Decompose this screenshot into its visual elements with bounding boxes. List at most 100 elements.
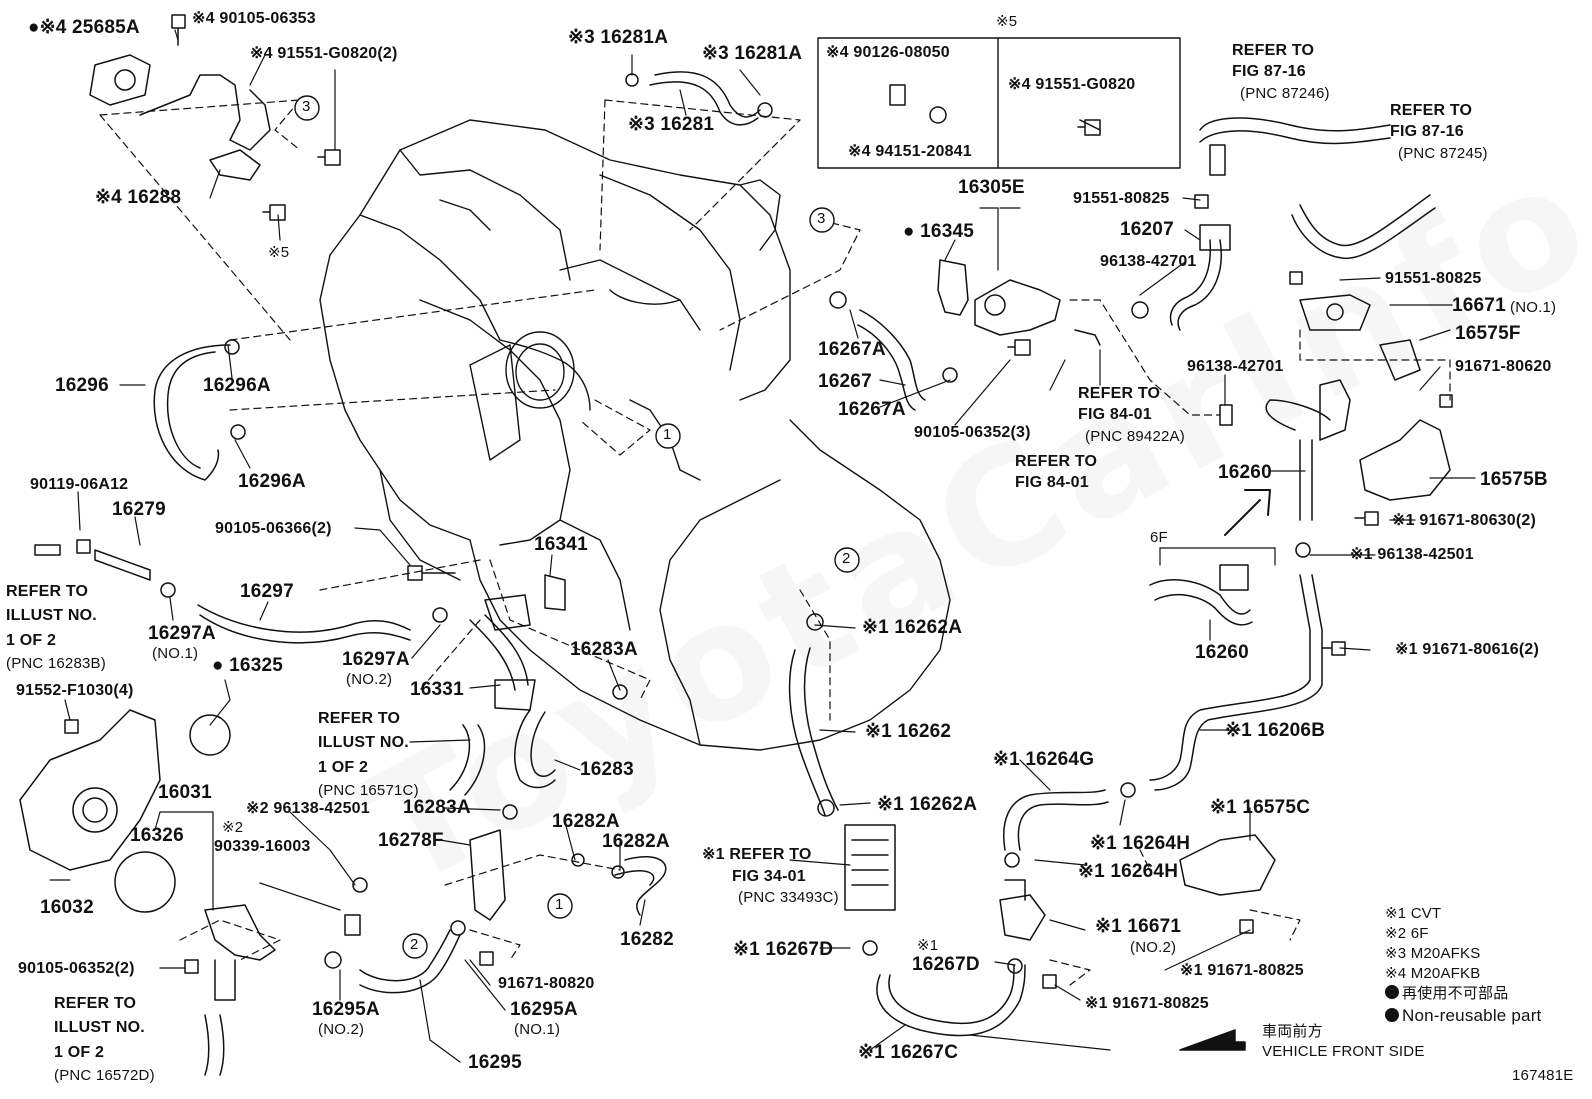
part-label-16671-no2-note: (NO.2): [1130, 939, 1177, 956]
part-label-16032[interactable]: 16032: [40, 897, 94, 918]
part-label-16267D-b[interactable]: 16267D: [912, 954, 980, 975]
part-label-16296A-b[interactable]: 16296A: [238, 471, 306, 492]
part-label-16281A-a[interactable]: ※3 16281A: [568, 27, 669, 48]
part-label-90105-06352-3[interactable]: 90105-06352(3): [914, 424, 1031, 441]
part-label-96138-42501-2[interactable]: ※2 96138-42501: [246, 800, 370, 817]
part-label-16262A-a[interactable]: ※1 16262A: [862, 617, 963, 638]
part-label-16345[interactable]: ● 16345: [903, 221, 974, 242]
refer-illust-b-pnc: (PNC 16571C): [318, 782, 419, 799]
part-label-16297A-no1[interactable]: 16297A: [148, 623, 216, 644]
part-label-16264H-b[interactable]: ※1 16264H: [1078, 861, 1179, 882]
legend-nonreusable-en: Non-reusable part: [1385, 1004, 1541, 1028]
legend-nonreusable-jp: 再使用不可部品: [1385, 984, 1541, 1004]
part-label-16283A-a[interactable]: 16283A: [570, 639, 638, 660]
circle-3-b: 3: [817, 210, 826, 227]
part-label-16326[interactable]: 16326: [130, 825, 184, 846]
part-label-96138-42701-b[interactable]: 96138-42701: [1187, 358, 1284, 375]
part-label-16288[interactable]: ※4 16288: [95, 187, 182, 208]
engine-outline: [319, 119, 951, 751]
part-label-16575F[interactable]: 16575F: [1455, 323, 1521, 344]
part-label-16262[interactable]: ※1 16262: [865, 721, 952, 742]
part-label-16575C[interactable]: ※1 16575C: [1210, 797, 1311, 818]
part-label-16296A-a[interactable]: 16296A: [203, 375, 271, 396]
part-label-16264H-a[interactable]: ※1 16264H: [1090, 833, 1191, 854]
part-label-91551-80825-b[interactable]: 91551-80825: [1385, 270, 1482, 287]
part-label-16296[interactable]: 16296: [55, 375, 109, 396]
part-label-96138-42701-a[interactable]: 96138-42701: [1100, 253, 1197, 270]
part-label-91671-80616-2[interactable]: ※1 91671-80616(2): [1395, 641, 1540, 658]
circle-2-a: 2: [842, 550, 851, 567]
part-label-16267C[interactable]: ※1 16267C: [858, 1042, 959, 1063]
part-label-16575B[interactable]: 16575B: [1480, 469, 1548, 490]
part-label-16671-no2[interactable]: ※1 16671: [1095, 916, 1182, 937]
part-label-16295A-no2-note: (NO.2): [318, 1021, 365, 1038]
part-label-16283A-b[interactable]: 16283A: [403, 797, 471, 818]
part-label-16297[interactable]: 16297: [240, 581, 294, 602]
nonreusable-dot-icon-2: [1385, 1008, 1399, 1022]
refer-illust-b-of: 1 OF 2: [318, 759, 369, 776]
nonreusable-dot-icon: [1385, 985, 1399, 999]
legend-item-2: ※2 6F: [1385, 924, 1541, 944]
part-label-16031[interactable]: 16031: [158, 782, 212, 803]
part-label-25685A[interactable]: ●※4 25685A: [28, 17, 140, 38]
part-label-16264G[interactable]: ※1 16264G: [993, 749, 1095, 770]
part-label-16267A-a[interactable]: 16267A: [818, 339, 886, 360]
part-label-16295[interactable]: 16295: [468, 1052, 522, 1073]
part-label-96138-42501[interactable]: ※1 96138-42501: [1350, 546, 1474, 563]
part-label-16305E[interactable]: 16305E: [958, 177, 1025, 198]
part-label-16297A-no2[interactable]: 16297A: [342, 649, 410, 670]
part-label-16267[interactable]: 16267: [818, 371, 872, 392]
part-label-91551-80825-a[interactable]: 91551-80825: [1073, 190, 1170, 207]
part-label-16283[interactable]: 16283: [580, 759, 634, 780]
part-label-91671-80820[interactable]: 91671-80820: [498, 975, 595, 992]
refer-34-01: ※1 REFER TO: [702, 846, 812, 863]
part-label-91671-80825-a[interactable]: ※1 91671-80825: [1180, 962, 1304, 979]
part-label-94151-20841[interactable]: ※4 94151-20841: [848, 143, 972, 160]
part-label-16295A-no1-note: (NO.1): [514, 1021, 561, 1038]
part-label-16341[interactable]: 16341: [534, 534, 588, 555]
legend: ※1 CVT ※2 6F ※3 M20AFKS ※4 M20AFKB 再使用不可…: [1385, 904, 1541, 1028]
part-label-16282A-b[interactable]: 16282A: [602, 831, 670, 852]
refer-illust-c: REFER TO: [54, 995, 137, 1012]
part-label-16279[interactable]: 16279: [112, 499, 166, 520]
part-label-91552-F1030-4[interactable]: 91552-F1030(4): [16, 682, 134, 699]
part-label-90119-06A12[interactable]: 90119-06A12: [30, 476, 129, 493]
part-label-16262A-b[interactable]: ※1 16262A: [877, 794, 978, 815]
part-label-91671-80620[interactable]: 91671-80620: [1455, 358, 1552, 375]
part-label-16297A-no2-note: (NO.2): [346, 671, 393, 688]
part-label-16282A-a[interactable]: 16282A: [552, 811, 620, 832]
part-label-90126-08050[interactable]: ※4 90126-08050: [826, 44, 950, 61]
legend-mark-1: ※1: [1385, 905, 1407, 922]
refer-84-01-b: REFER TO: [1015, 453, 1098, 470]
part-label-16260-a[interactable]: 16260: [1218, 462, 1272, 483]
part-label-16282[interactable]: 16282: [620, 929, 674, 950]
part-label-90105-06366-2[interactable]: 90105-06366(2): [215, 520, 332, 537]
part-label-16278F[interactable]: 16278F: [378, 830, 444, 851]
part-label-16267A-b[interactable]: 16267A: [838, 399, 906, 420]
part-label-16267D-a[interactable]: ※1 16267D: [733, 939, 834, 960]
part-label-16260-b[interactable]: 16260: [1195, 642, 1249, 663]
part-label-16325[interactable]: ● 16325: [212, 655, 283, 676]
small-parts: [19, 14, 1453, 1051]
legend-text-4: M20AFKB: [1410, 965, 1481, 982]
part-label-16331[interactable]: 16331: [410, 679, 464, 700]
refer-34-01-fig: FIG 34-01: [732, 868, 806, 885]
part-label-90339-16003[interactable]: 90339-16003: [214, 838, 311, 855]
refer-84-01: REFER TO: [1078, 385, 1161, 402]
part-label-91551-G0820-2[interactable]: ※4 91551-G0820(2): [250, 45, 398, 62]
part-label-16281[interactable]: ※3 16281: [628, 114, 715, 135]
part-label-16295A-no2[interactable]: 16295A: [312, 999, 380, 1020]
part-label-16281A-b[interactable]: ※3 16281A: [702, 43, 803, 64]
part-label-16267D-b-mark: ※1: [917, 937, 939, 954]
legend-nonreusable-en-text: Non-reusable part: [1402, 1006, 1542, 1025]
legend-text-1: CVT: [1410, 905, 1442, 922]
part-label-16207[interactable]: 16207: [1120, 219, 1174, 240]
part-label-91671-80825-b[interactable]: ※1 91671-80825: [1085, 995, 1209, 1012]
part-label-16206B[interactable]: ※1 16206B: [1225, 720, 1326, 741]
part-label-16671-no1[interactable]: 16671: [1452, 295, 1506, 316]
part-label-90105-06352-2[interactable]: 90105-06352(2): [18, 960, 135, 977]
part-label-91671-80630-2[interactable]: ※1 91671-80630(2): [1392, 512, 1537, 529]
part-label-91551-G0820[interactable]: ※4 91551-G0820: [1008, 76, 1136, 93]
part-label-16295A-no1[interactable]: 16295A: [510, 999, 578, 1020]
part-label-90105-06353[interactable]: ※4 90105-06353: [192, 10, 316, 27]
